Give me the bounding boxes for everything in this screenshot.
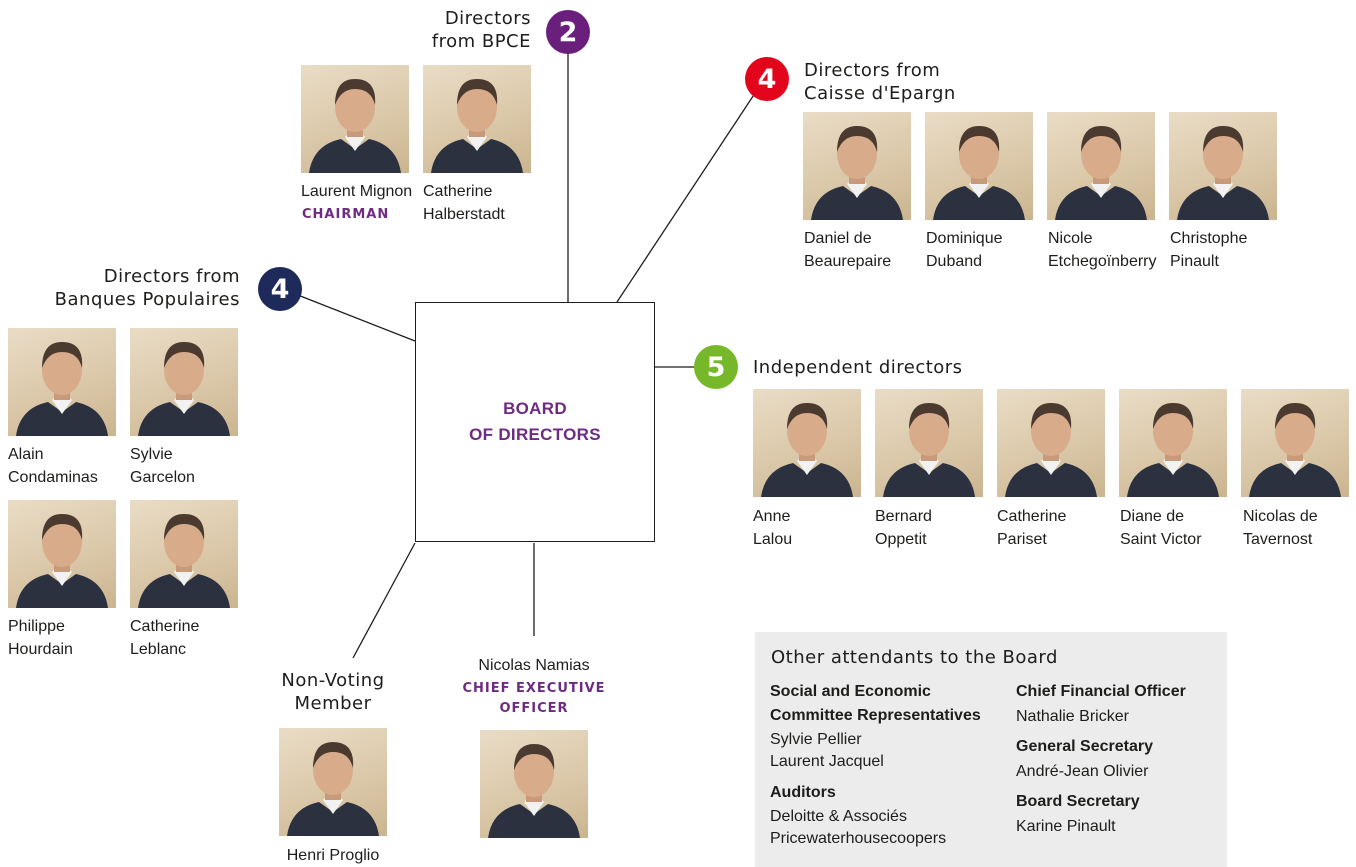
auditors-heading: Auditors bbox=[770, 784, 836, 801]
line-to-caisse bbox=[616, 74, 768, 303]
independent-count-badge: 5 bbox=[694, 345, 738, 389]
portrait-photo bbox=[301, 65, 409, 173]
cfo-heading: Chief Financial Officer bbox=[1016, 683, 1186, 700]
portrait-photo bbox=[753, 389, 861, 497]
chairman-role: CHAIRMAN bbox=[302, 207, 390, 222]
banques-title-line1: Directors from bbox=[103, 266, 240, 287]
portrait-photo bbox=[130, 328, 238, 436]
caisse-count-badge: 4 bbox=[745, 57, 789, 101]
portrait-photo bbox=[8, 328, 116, 436]
portrait-photo bbox=[925, 112, 1033, 220]
portrait-photo bbox=[875, 389, 983, 497]
portrait-photo bbox=[803, 112, 911, 220]
portrait-photo bbox=[423, 65, 531, 173]
bpce-title-line1: Directors bbox=[444, 8, 531, 29]
caisse-title-line2: Caisse d'Epargn bbox=[804, 83, 956, 104]
banques-count-badge: 4 bbox=[258, 267, 302, 311]
other-attendants-title: Other attendants to the Board bbox=[771, 647, 1058, 668]
board-title-line1: BOARD bbox=[503, 399, 567, 418]
board-title-line2: OF DIRECTORS bbox=[469, 425, 601, 444]
portrait-photo bbox=[1119, 389, 1227, 497]
bpce-count-badge: 2 bbox=[546, 10, 590, 54]
independent-group-title: Independent directors bbox=[753, 357, 963, 378]
bpce-group-title: Directors from BPCE bbox=[400, 7, 531, 53]
board-secretary-heading: Board Secretary bbox=[1016, 793, 1140, 810]
non-voting-title-line1: Non-Voting bbox=[281, 670, 385, 691]
non-voting-title: Non-Voting Member bbox=[262, 669, 404, 715]
member-name: Laurent Mignon bbox=[301, 183, 413, 200]
line-to-non-voting bbox=[352, 542, 416, 659]
cfo-name: Nathalie Bricker bbox=[1016, 708, 1129, 725]
portrait-photo bbox=[130, 500, 238, 608]
non-voting-title-line2: Member bbox=[294, 693, 372, 714]
ceo-name: Nicolas Namias bbox=[478, 657, 590, 674]
portrait-photo bbox=[1047, 112, 1155, 220]
non-voting-name: Henri Proglio bbox=[286, 847, 380, 864]
other-attendants-panel: Other attendants to the Board Social and… bbox=[755, 632, 1227, 867]
board-secretary-name: Karine Pinault bbox=[1016, 818, 1116, 835]
portrait-photo bbox=[480, 730, 588, 838]
caisse-group-title: Directors from Caisse d'Epargn bbox=[804, 59, 956, 105]
portrait-photo bbox=[1241, 389, 1349, 497]
general-secretary-name: André-Jean Olivier bbox=[1016, 763, 1149, 780]
bpce-title-line2: from BPCE bbox=[431, 31, 531, 52]
banques-title-line2: Banques Populaires bbox=[54, 289, 240, 310]
caisse-title-line1: Directors from bbox=[804, 60, 941, 81]
portrait-photo bbox=[279, 728, 387, 836]
board-of-directors-box: BOARD OF DIRECTORS bbox=[415, 302, 655, 542]
banques-group-title: Directors from Banques Populaires bbox=[10, 265, 240, 311]
portrait-photo bbox=[8, 500, 116, 608]
general-secretary-heading: General Secretary bbox=[1016, 738, 1153, 755]
portrait-photo bbox=[997, 389, 1105, 497]
portrait-photo bbox=[1169, 112, 1277, 220]
line-to-banques bbox=[279, 287, 416, 342]
